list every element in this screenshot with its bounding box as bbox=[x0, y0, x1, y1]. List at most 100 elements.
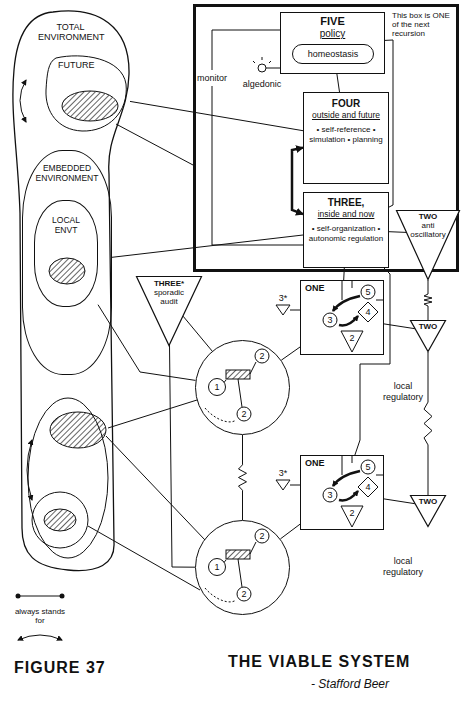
drawing-circle bbox=[60, 594, 65, 599]
callout-label: 4 bbox=[365, 307, 370, 318]
node-text: policy bbox=[281, 28, 384, 40]
drawing-path bbox=[212, 30, 303, 245]
node-text: • self-organization • autonomic regulati… bbox=[308, 224, 384, 244]
callout-label: 2 bbox=[241, 589, 246, 600]
drawing-use bbox=[276, 281, 384, 352]
node-text: outside and future bbox=[308, 110, 384, 121]
drawing-path bbox=[253, 57, 280, 68]
connector bbox=[337, 74, 340, 92]
node-text: sporadic audit bbox=[148, 288, 190, 306]
node-text: FOUR bbox=[308, 98, 384, 110]
callout-label: monitor bbox=[197, 73, 227, 84]
drawing-use bbox=[276, 456, 384, 527]
system-five-box: FIVEpolicy homeostasis bbox=[280, 12, 385, 74]
drawing-use bbox=[205, 529, 269, 602]
diagram-title: THE VIABLE SYSTEM bbox=[228, 652, 410, 671]
system-four-box: FOURoutside and future • self-reference •… bbox=[303, 92, 389, 184]
node-text: • self-reference • simulation • planning bbox=[308, 125, 384, 145]
callout-label: 2 bbox=[349, 333, 354, 344]
drawing-ellipse bbox=[62, 91, 118, 121]
connector bbox=[183, 316, 212, 351]
operation-circle: 1 bbox=[195, 340, 290, 435]
callout-label: 2 bbox=[349, 508, 354, 519]
system-three-box: THREE,inside and now • self-organization … bbox=[303, 192, 389, 268]
callout-label: 2 bbox=[259, 531, 264, 542]
connector bbox=[281, 347, 300, 360]
drawing-ellipse bbox=[50, 412, 106, 448]
drawing-polygon bbox=[411, 321, 446, 352]
callout-label: algedonic bbox=[243, 79, 282, 90]
node-text: THREE* bbox=[148, 279, 190, 288]
drawing-polygon bbox=[397, 211, 460, 280]
drawing-polygon bbox=[411, 496, 446, 527]
connector bbox=[424, 352, 432, 495]
drawing-circle bbox=[258, 64, 266, 72]
author-credit: - Stafford Beer bbox=[311, 677, 389, 691]
drawing-path bbox=[18, 635, 62, 640]
callout-label: 2 bbox=[259, 351, 264, 362]
node-text: TWO bbox=[406, 212, 450, 221]
node-text: TWO bbox=[410, 322, 446, 331]
drawing-path bbox=[13, 11, 129, 571]
connector bbox=[384, 499, 415, 504]
drawing-ellipse bbox=[44, 509, 76, 531]
coordination-triangle: TWO bbox=[410, 320, 446, 352]
drawing-path bbox=[27, 440, 32, 500]
drawing-path bbox=[18, 596, 62, 597]
connector bbox=[130, 101, 303, 130]
node-text: homeostasis bbox=[293, 48, 373, 60]
node-text: TWO bbox=[410, 497, 446, 506]
callout-label: 3 bbox=[327, 315, 332, 326]
node-text: 1 bbox=[208, 378, 226, 396]
callout-label: 3 bbox=[327, 490, 332, 501]
node-text: This box is ONE of the next recursion bbox=[392, 11, 454, 38]
callout-label: local regulatory bbox=[381, 381, 425, 403]
connector bbox=[280, 524, 300, 539]
callout-label: 4 bbox=[365, 482, 370, 493]
callout-label: 2 bbox=[241, 409, 246, 420]
callout-label: 3* bbox=[279, 468, 288, 479]
drawing-path bbox=[88, 400, 205, 590]
operation-circle: 1 bbox=[195, 520, 290, 615]
drawing-ellipse bbox=[32, 492, 88, 548]
node-text: EMBEDDED ENVIRONMENT bbox=[31, 163, 103, 183]
connector bbox=[424, 280, 432, 320]
local-environment: LOCAL ENVT bbox=[34, 200, 98, 307]
node-text: TOTAL ENVIRONMENT bbox=[38, 22, 103, 42]
embedded-environment: EMBEDDED ENVIRONMENT LOCAL ENVT bbox=[22, 150, 112, 375]
anti-oscillatory-triangle: TWOanti oscillatory bbox=[396, 210, 460, 280]
drawing-polygon bbox=[137, 277, 202, 346]
node-text: FIVE bbox=[281, 15, 384, 28]
drawing-path bbox=[116, 124, 193, 165]
drawing-ellipse bbox=[28, 398, 108, 558]
connector bbox=[292, 148, 303, 215]
node-text: THREE, bbox=[308, 197, 384, 209]
connector bbox=[385, 40, 393, 207]
node-text: FUTURE bbox=[58, 60, 130, 70]
operation-management-box: ONE bbox=[300, 280, 384, 355]
node-text: 1 bbox=[208, 558, 226, 576]
callout-label: 5 bbox=[365, 462, 370, 473]
callout-label: 3* bbox=[279, 293, 288, 304]
connector bbox=[384, 324, 415, 329]
figure-caption: FIGURE 37 bbox=[14, 658, 106, 677]
connector bbox=[239, 435, 247, 520]
coordination-triangle: TWO bbox=[410, 495, 446, 527]
drawing-circle bbox=[16, 594, 21, 599]
homeostasis-box: homeostasis bbox=[292, 44, 374, 64]
total-environment: TOTAL ENVIRONMENT FUTURE EMBEDDED ENVIRONM… bbox=[8, 8, 133, 578]
node-text: LOCAL ENVT bbox=[41, 215, 91, 235]
drawing-use bbox=[205, 349, 269, 422]
callout-label: 5 bbox=[365, 287, 370, 298]
connector bbox=[389, 231, 406, 233]
total-environment-outline bbox=[8, 8, 133, 578]
connector bbox=[112, 235, 303, 257]
callout-label: local regulatory bbox=[381, 556, 425, 578]
legend-text: always stands for bbox=[13, 607, 67, 625]
node-text: anti oscillatory bbox=[406, 221, 450, 239]
future-region: FUTURE bbox=[42, 54, 130, 134]
node-text: inside and now bbox=[308, 209, 384, 220]
operation-management-box: ONE bbox=[300, 455, 384, 530]
audit-triangle: THREE*sporadic audit bbox=[136, 276, 202, 346]
